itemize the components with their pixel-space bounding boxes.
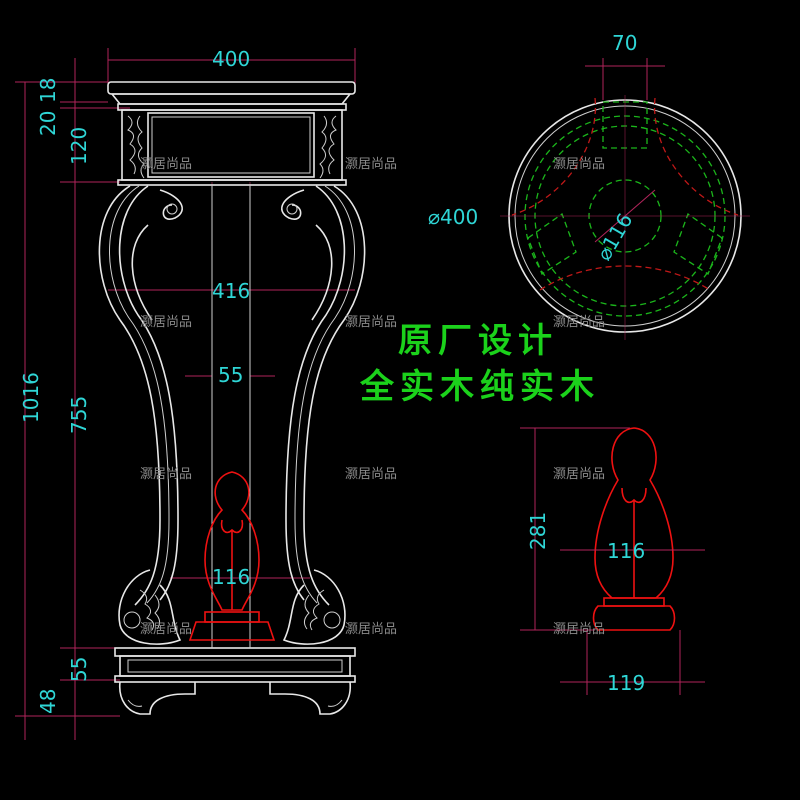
watermark-text: 灏居尚品 — [345, 314, 397, 330]
watermark-text: 灏居尚品 — [140, 466, 192, 482]
dim-center-gap: 55 — [218, 363, 243, 387]
watermarks: 灏居尚品 灏居尚品 灏居尚品 灏居尚品 灏居尚品 灏居尚品 灏居尚品 灏居尚品 … — [140, 156, 605, 637]
dim-base-h: 55 — [67, 657, 91, 682]
dim-diameter: ⌀400 — [428, 205, 478, 229]
dim-leg-span: 416 — [212, 279, 250, 303]
finial-detail-view — [520, 427, 705, 695]
dim-finial-h: 281 — [526, 512, 550, 550]
title-block: 原厂设计 全实木纯实木 — [359, 321, 600, 407]
title-line-1: 原厂设计 — [398, 321, 558, 361]
dim-apron-h: 120 — [67, 127, 91, 165]
dim-finial-width: 116 — [607, 539, 645, 563]
finial-front-view — [188, 471, 276, 641]
dim-finial-base: 119 — [607, 671, 645, 695]
dim-leg-h: 755 — [67, 396, 91, 434]
top-view — [500, 58, 750, 340]
watermark-text: 灏居尚品 — [553, 621, 605, 637]
stand-front-view — [98, 81, 366, 715]
watermark-text: 灏居尚品 — [345, 621, 397, 637]
title-line-2: 全实木纯实木 — [359, 367, 600, 407]
dim-foot-h: 48 — [36, 689, 60, 714]
dim-top-h2: 20 — [36, 111, 60, 136]
dim-top-h1: 18 — [36, 78, 60, 103]
dim-total-h: 1016 — [19, 372, 43, 423]
dim-leg-w: 70 — [612, 31, 637, 55]
watermark-text: 灏居尚品 — [553, 314, 605, 330]
dim-finial-w: 116 — [212, 565, 250, 589]
dimension-labels: 400 18 20 120 1016 755 416 55 116 55 48 … — [19, 31, 645, 714]
watermark-text: 灏居尚品 — [345, 156, 397, 172]
watermark-text: 灏居尚品 — [553, 156, 605, 172]
watermark-text: 灏居尚品 — [345, 466, 397, 482]
watermark-text: 灏居尚品 — [140, 156, 192, 172]
dim-inner-diameter: ⌀116 — [592, 209, 638, 264]
dim-top-width: 400 — [212, 47, 250, 71]
watermark-text: 灏居尚品 — [140, 621, 192, 637]
watermark-text: 灏居尚品 — [140, 314, 192, 330]
watermark-text: 灏居尚品 — [553, 466, 605, 482]
